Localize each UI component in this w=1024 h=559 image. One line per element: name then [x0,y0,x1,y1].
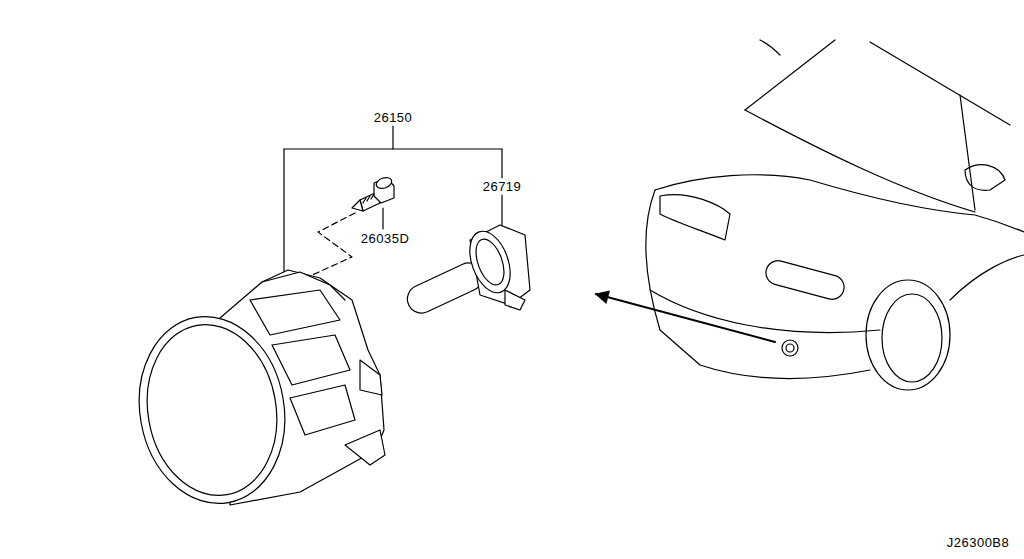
location-arrow [596,294,775,342]
vehicle [646,40,1024,390]
screw [352,176,394,211]
callout-number: 26035D [359,231,412,246]
fog-lamp-housing [125,270,385,515]
bulb [403,225,530,318]
callout-number: 26150 [372,110,415,125]
callout-number: 26719 [481,179,524,194]
diagram-code: J26300B8 [945,535,1012,550]
